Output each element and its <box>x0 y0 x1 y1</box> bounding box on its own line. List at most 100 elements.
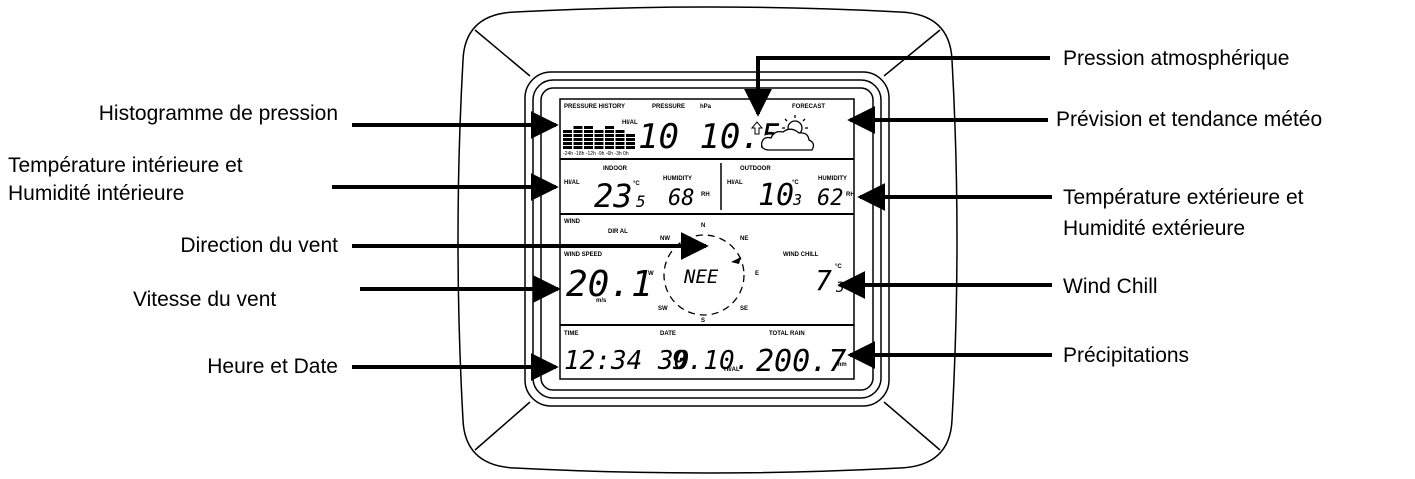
histogram-bar-segment <box>584 142 593 145</box>
histogram-bar-segment <box>573 130 583 133</box>
device-housing <box>457 6 958 474</box>
sun-cloud-icon <box>760 115 815 151</box>
rain-alarm: HI/AL <box>724 367 740 373</box>
histogram-bar-segment <box>563 134 572 137</box>
trend-arrow-icon <box>750 121 764 135</box>
indoor-temp-unit: °C <box>633 181 640 187</box>
histogram-bar-segment <box>605 130 614 133</box>
histogram-bar-segment <box>584 130 593 133</box>
label-outdoor-line2: Humidité extérieure <box>1063 217 1246 240</box>
histogram-bar-segment <box>615 146 625 149</box>
wind-chill-decimal: 3 <box>835 280 844 296</box>
wind-speed-title: WIND SPEED <box>564 252 603 258</box>
outdoor-title: OUTDOOR <box>740 166 771 172</box>
histogram-bar-segment <box>594 138 604 141</box>
indoor-title: INDOOR <box>603 166 628 172</box>
compass-s: S <box>701 318 705 324</box>
histogram-bar-segment <box>594 130 604 133</box>
histogram-bar-segment <box>563 146 572 149</box>
date-value: 9.10. <box>672 346 750 376</box>
histogram-bar-segment <box>594 146 604 149</box>
histogram-bar-segment <box>563 142 572 145</box>
histogram-bar-segment <box>584 134 593 137</box>
histogram-bar-segment <box>563 130 572 133</box>
pressure-history-axis: -24h -18h -12h -9h -6h -3h 0h <box>563 151 629 157</box>
histogram-bar-segment <box>563 138 572 141</box>
outdoor-rh: RH <box>846 192 855 198</box>
label-indoor-line1: Température intérieure et <box>8 154 243 177</box>
pressure-value: 10 10.5 <box>638 117 781 157</box>
histogram-bar-segment <box>605 142 614 145</box>
histogram-bar-segment <box>626 146 635 149</box>
wind-chill-value: 7 <box>815 264 832 297</box>
rain-unit: mm <box>836 362 847 368</box>
forecast-title: FORECAST <box>792 104 825 110</box>
histogram-bar-segment <box>573 146 583 149</box>
label-time-date: Heure et Date <box>207 355 338 378</box>
label-rain: Précipitations <box>1063 344 1190 367</box>
wind-speed-value: 20.1 <box>566 264 653 305</box>
outdoor-alarm: HI/AL <box>727 180 743 186</box>
compass-w: W <box>648 271 654 277</box>
wind-pointer-icon <box>731 257 741 264</box>
compass-n: N <box>701 223 705 229</box>
label-wind-speed: Vitesse du vent <box>133 288 277 311</box>
label-outdoor-line1: Température extérieure et <box>1063 186 1304 209</box>
histogram-bar-segment <box>584 126 593 129</box>
indoor-temp: 23 <box>594 177 633 215</box>
pressure-unit: hPa <box>700 104 712 110</box>
wind-direction-value: NEE <box>683 266 719 288</box>
time-value: 12:34 30 <box>564 346 689 376</box>
pressure-title: PRESSURE <box>652 104 685 110</box>
arrow-pressure <box>744 56 1050 117</box>
lcd-screen <box>540 87 874 391</box>
rain-value: 200.7 <box>756 344 846 379</box>
time-title: TIME <box>564 331 578 337</box>
histogram-bar-segment <box>594 134 604 137</box>
indoor-humidity: 68 <box>668 186 695 211</box>
outdoor-humidity: 62 <box>817 186 844 211</box>
histogram-bar-segment <box>594 142 604 145</box>
pressure-history-bars <box>563 126 635 149</box>
wind-chill-unit: °C <box>835 264 842 270</box>
outdoor-temp: 10 <box>758 178 794 213</box>
outdoor-temp-unit: °C <box>792 180 799 186</box>
histogram-bar-segment <box>605 138 614 141</box>
histogram-bar-segment <box>615 130 625 133</box>
callout-arrows <box>332 56 1052 381</box>
histogram-bar-segment <box>626 134 635 137</box>
label-wind-chill: Wind Chill <box>1063 275 1158 298</box>
label-pressure: Pression atmosphérique <box>1063 47 1290 70</box>
pressure-history-title: PRESSURE HISTORY <box>564 104 625 110</box>
label-indoor-line2: Humidité intérieure <box>8 182 185 205</box>
pressure-alarm: HI/AL <box>622 120 638 126</box>
histogram-bar-segment <box>573 126 583 129</box>
compass-e: E <box>755 271 759 277</box>
histogram-bar-segment <box>605 126 614 129</box>
label-pressure-history: Histogramme de pression <box>98 102 338 125</box>
wind-chill-title: WIND CHILL <box>783 252 819 258</box>
label-forecast: Prévision et tendance météo <box>1056 108 1323 131</box>
histogram-bar-segment <box>615 142 625 145</box>
histogram-bar-segment <box>573 138 583 141</box>
histogram-bar-segment <box>626 142 635 145</box>
indoor-temp-decimal: 5 <box>636 192 646 211</box>
indoor-alarm: HI/AL <box>564 180 580 186</box>
histogram-bar-segment <box>573 142 583 145</box>
compass-ne: NE <box>740 236 748 242</box>
histogram-bar-segment <box>626 138 635 141</box>
outdoor-humidity-title: HUMIDITY <box>818 176 847 182</box>
wind-speed-unit: m/s <box>596 298 607 304</box>
indoor-humidity-title: HUMIDITY <box>663 176 692 182</box>
histogram-bar-segment <box>605 146 614 149</box>
compass-se: SE <box>740 306 748 312</box>
dir-al-label: DIR AL <box>608 229 628 235</box>
outdoor-temp-decimal: 3 <box>792 191 802 209</box>
label-wind-direction: Direction du vent <box>180 234 338 257</box>
compass-nw: NW <box>660 236 670 242</box>
histogram-bar-segment <box>584 146 593 149</box>
histogram-bar-segment <box>573 134 583 137</box>
date-title: DATE <box>660 331 676 337</box>
total-rain-title: TOTAL RAIN <box>769 331 805 337</box>
indoor-rh: RH <box>701 192 710 198</box>
